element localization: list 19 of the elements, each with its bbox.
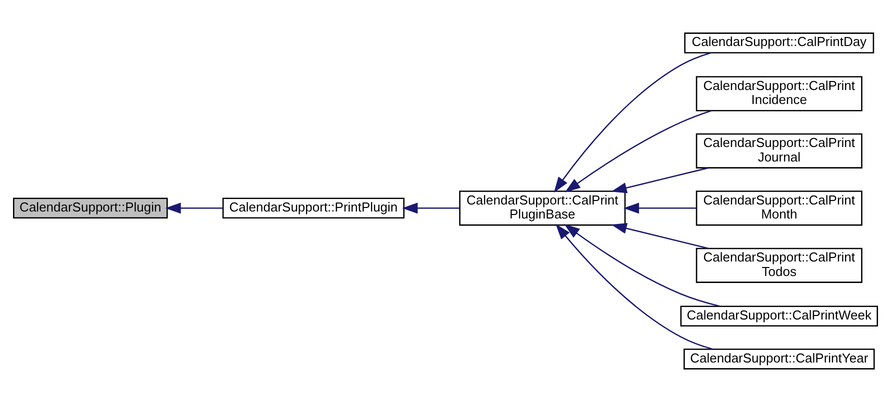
node-box: CalendarSupport::CalPrint PluginBase — [459, 190, 626, 226]
arrow — [556, 223, 714, 350]
node-box: CalendarSupport::CalPrint Todos — [696, 247, 862, 282]
node-box: CalendarSupport::PrintPlugin — [222, 197, 405, 218]
node-box: CalendarSupport::CalPrintDay — [684, 32, 874, 53]
arrow — [554, 52, 712, 192]
arrow — [611, 166, 708, 193]
node-box: CalendarSupport::CalPrintWeek — [680, 305, 878, 326]
arrow — [564, 224, 720, 306]
arrow — [611, 222, 708, 248]
node-box: CalendarSupport::CalPrint Journal — [696, 132, 862, 168]
arrow — [564, 110, 712, 192]
node-box: CalendarSupport::Plugin — [13, 197, 168, 218]
node-box: CalendarSupport::CalPrint Incidence — [696, 76, 862, 111]
node-box: CalendarSupport::CalPrintYear — [684, 348, 875, 369]
node-box: CalendarSupport::CalPrint Month — [696, 190, 862, 226]
arrow — [623, 202, 696, 214]
arrow — [402, 202, 460, 214]
arrow — [165, 202, 222, 214]
